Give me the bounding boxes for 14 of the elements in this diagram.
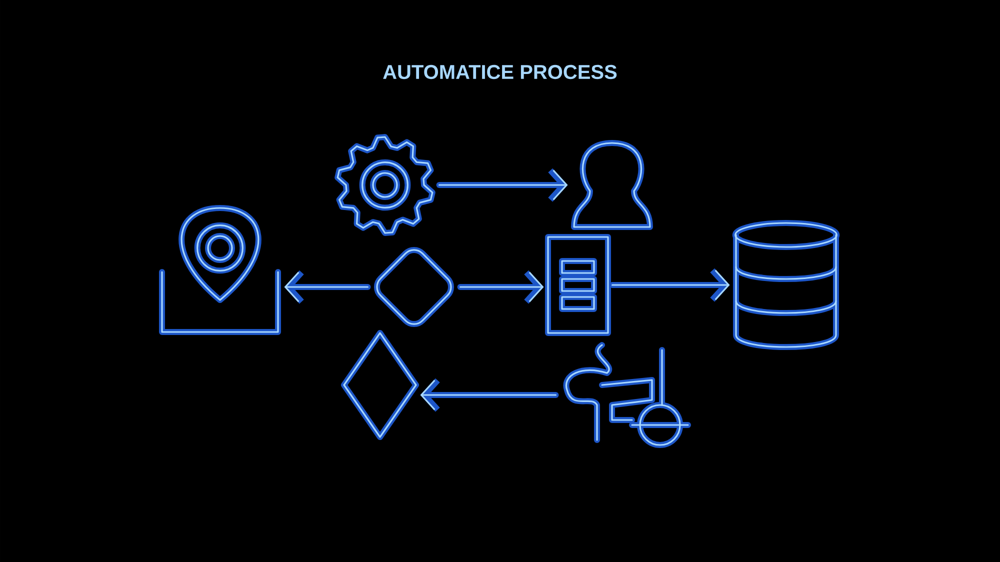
intestine-drawing xyxy=(563,342,691,448)
arrow xyxy=(609,268,730,302)
gear-icon xyxy=(334,134,436,236)
arrow xyxy=(436,168,568,202)
document-icon xyxy=(545,234,611,336)
diamond-icon xyxy=(341,330,419,440)
title: AUTOMATICE PROCESS xyxy=(383,64,617,80)
database-icon xyxy=(732,220,840,350)
arrow xyxy=(284,270,371,304)
arrow xyxy=(457,270,544,304)
location-pin-icon xyxy=(159,205,281,335)
person-icon xyxy=(571,140,653,230)
rounded-square-icon xyxy=(374,246,454,328)
arrow xyxy=(420,378,559,412)
